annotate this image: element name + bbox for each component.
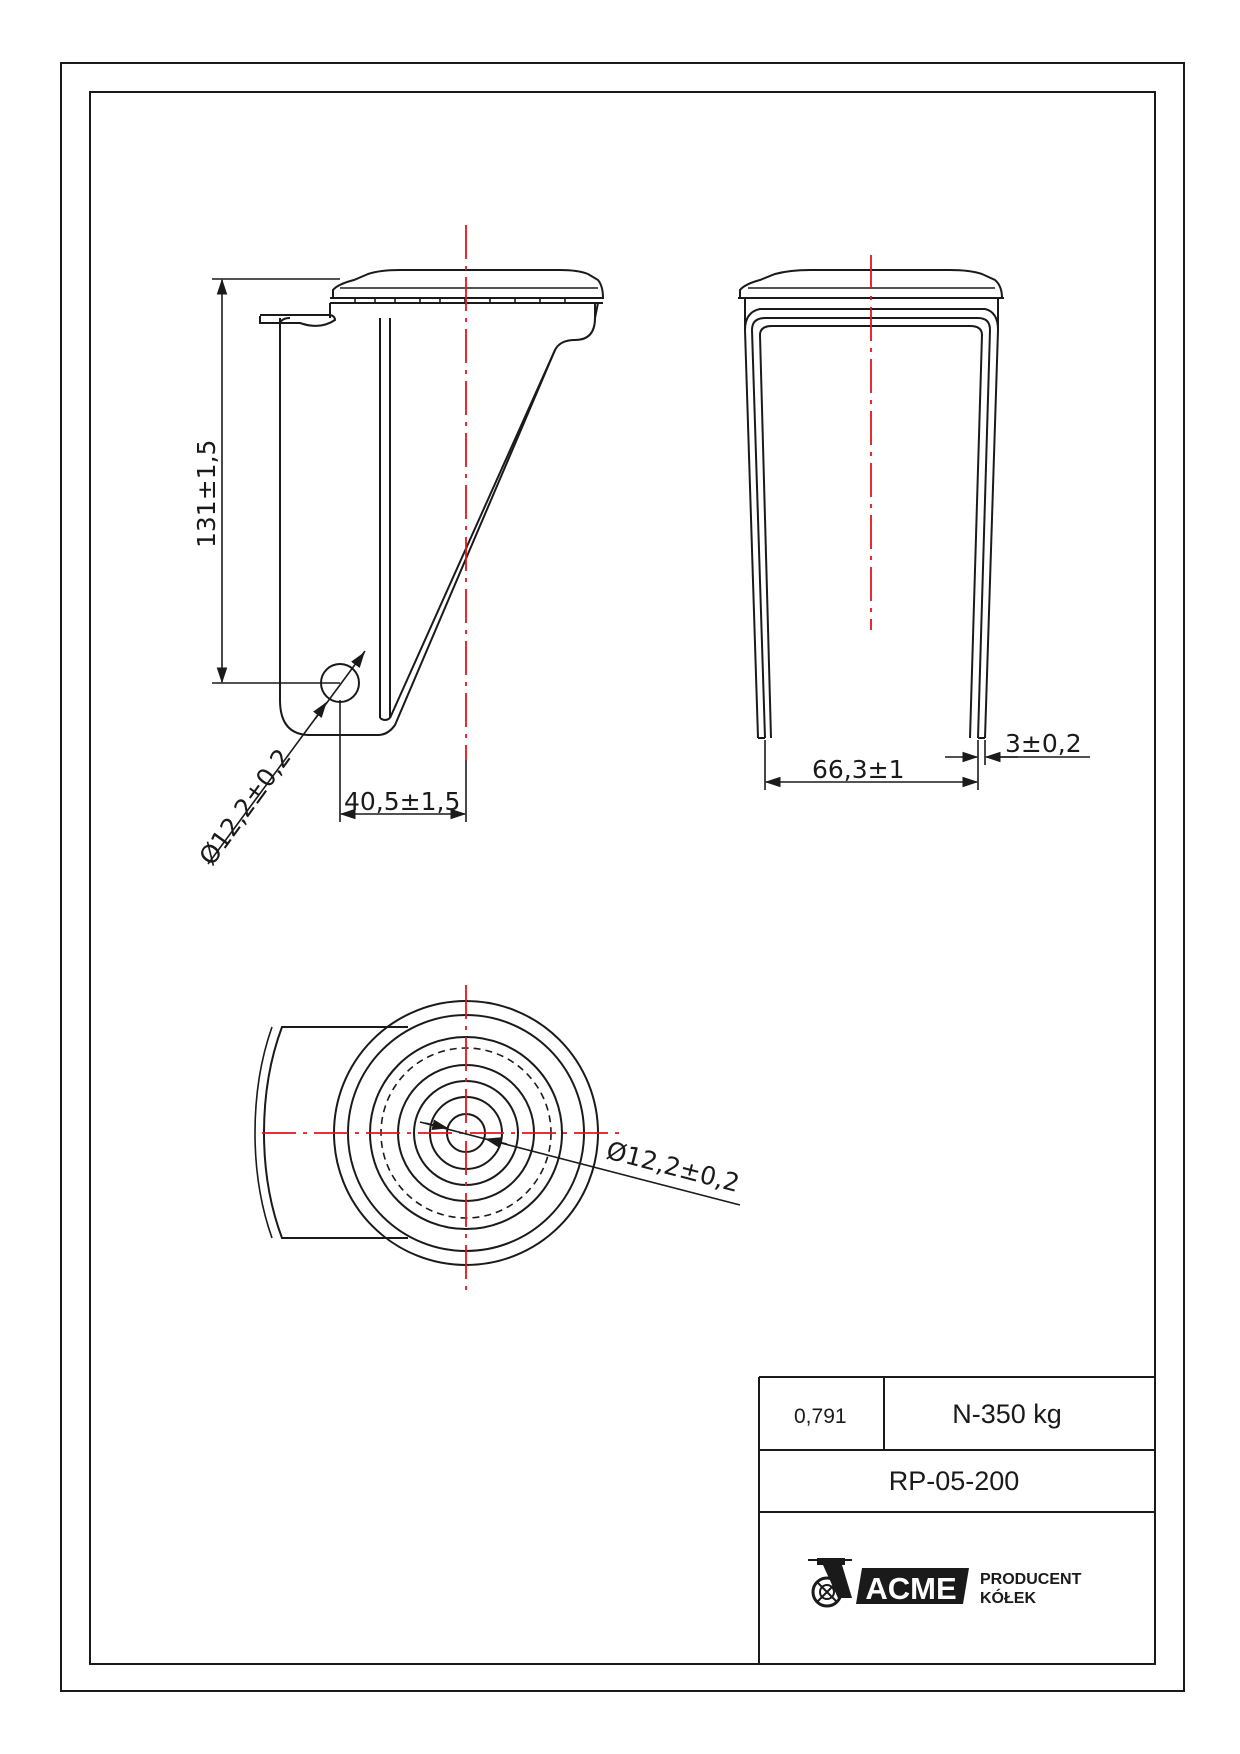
company-logo: ACME PRODUCENT KÓŁEK: [808, 1558, 1082, 1608]
inner-frame: [89, 91, 1156, 1665]
logo-line2: KÓŁEK: [980, 1588, 1036, 1607]
title-block: [758, 1376, 1155, 1664]
part-number: RP-05-200: [889, 1466, 1020, 1496]
load-rating: N-350 kg: [952, 1399, 1062, 1429]
dim-pin-diameter-top: Ø12,2±0,2: [603, 1136, 742, 1198]
front-view: [738, 255, 1090, 790]
dim-height: 131±1,5: [192, 440, 221, 548]
dim-pin-diameter-side: Ø12,2±0,2: [193, 743, 296, 870]
dim-plate-thickness: 3±0,2: [1005, 729, 1082, 758]
logo-brand: ACME: [865, 1571, 956, 1606]
dim-fork-width: 66,3±1: [812, 755, 905, 784]
logo-line1: PRODUCENT: [980, 1571, 1082, 1588]
dim-offset: 40,5±1,5: [344, 787, 460, 816]
top-view: [254, 985, 741, 1290]
outer-frame: [60, 62, 1185, 1692]
weight-value: 0,791: [794, 1405, 847, 1428]
side-view: [207, 225, 605, 865]
caster-logo-icon: [808, 1558, 852, 1608]
